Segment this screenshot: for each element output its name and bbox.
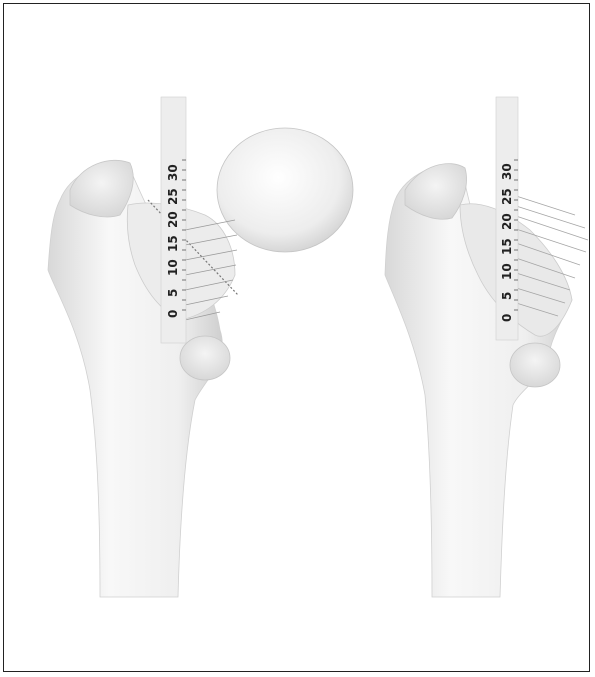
left-measuring-ruler: 0 5 10 15 20 25 30 xyxy=(161,97,186,343)
left-lesser-trochanter xyxy=(180,336,230,380)
left-ruler-tick-10: 10 xyxy=(166,259,180,276)
right-measuring-ruler: 0 5 10 15 20 25 30 xyxy=(496,97,518,340)
left-ruler-tick-25: 25 xyxy=(166,188,180,205)
right-ruler-tick-25: 25 xyxy=(500,188,514,205)
right-greater-trochanter xyxy=(405,164,467,220)
left-greater-trochanter xyxy=(70,160,133,217)
right-ruler-tick-10: 10 xyxy=(500,263,514,280)
right-ruler-tick-15: 15 xyxy=(500,238,514,255)
right-lesser-trochanter xyxy=(510,343,560,387)
left-ruler-tick-20: 20 xyxy=(166,211,180,228)
right-ruler-tick-0: 0 xyxy=(500,314,514,322)
left-ruler-tick-0: 0 xyxy=(166,310,180,318)
left-ruler-tick-30: 30 xyxy=(166,164,180,181)
left-femur-with-head: 0 5 10 15 20 25 30 xyxy=(48,97,353,597)
right-ruler-tick-5: 5 xyxy=(500,292,514,300)
right-ruler-tick-30: 30 xyxy=(500,163,514,180)
left-ruler-tick-5: 5 xyxy=(166,289,180,297)
left-ruler-tick-15: 15 xyxy=(166,235,180,252)
left-femoral-head xyxy=(217,128,353,252)
right-femur-resected: 0 5 10 15 20 25 30 xyxy=(385,97,588,597)
right-ruler-tick-20: 20 xyxy=(500,213,514,230)
